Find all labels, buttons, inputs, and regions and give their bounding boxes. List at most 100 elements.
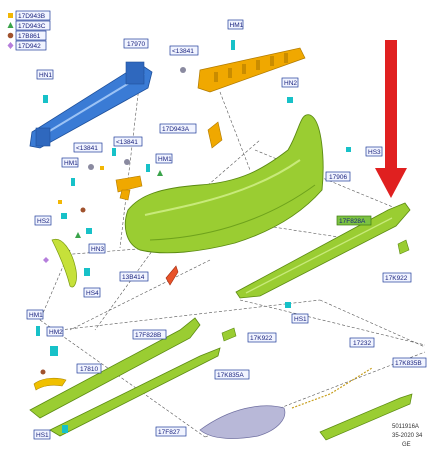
bumper-beam-17970 <box>29 61 153 149</box>
bumper-cover-17906 <box>124 114 324 254</box>
clip-icon <box>231 40 235 50</box>
svg-text:HM1: HM1 <box>230 22 244 29</box>
svg-text:17970: 17970 <box>127 41 145 48</box>
clip-icon <box>71 178 75 186</box>
absorber-17d943 <box>197 47 306 93</box>
circle-icon <box>7 32 14 39</box>
svg-text:17F828B: 17F828B <box>135 332 161 339</box>
square-icon <box>58 200 62 204</box>
legend-code-box <box>15 10 51 21</box>
clip-icon <box>43 95 48 103</box>
square-icon <box>100 166 104 170</box>
svg-text:HN1: HN1 <box>39 72 52 79</box>
label-17f828b: 17F828B <box>132 329 167 340</box>
label-13841-left: <13841 <box>73 142 103 153</box>
label-17k922-right: 17K922 <box>382 272 412 283</box>
clip-icon <box>146 164 150 172</box>
legend-code-box <box>15 20 51 31</box>
clip-icon <box>112 148 116 156</box>
diamond-icon <box>43 257 49 263</box>
label-hs4: HS4 <box>83 287 101 298</box>
svg-text:HM1: HM1 <box>158 156 172 163</box>
clip-icon <box>36 326 40 336</box>
svg-text:HS1: HS1 <box>36 432 49 439</box>
bolt-icon <box>180 67 186 73</box>
square-icon <box>8 13 13 18</box>
label-hs2: HS2 <box>34 215 52 226</box>
diagram-date: 35-2020 34 <box>392 433 423 439</box>
bolt-icon <box>88 164 94 170</box>
svg-text:HS4: HS4 <box>86 290 99 297</box>
clip-icon <box>285 302 291 308</box>
clip-icon <box>287 97 293 103</box>
label-hs1-mid: HS1 <box>291 313 309 324</box>
svg-text:HS1: HS1 <box>294 316 307 323</box>
label-13841-top: <13841 <box>169 45 199 56</box>
diagram-region: GE <box>402 442 411 448</box>
label-17k922-mid: 17K922 <box>247 332 277 343</box>
svg-text:HN2: HN2 <box>284 80 297 87</box>
lower-panel-17f827 <box>199 405 286 439</box>
label-hm1-top: HM1 <box>227 19 244 30</box>
svg-text:17K922: 17K922 <box>385 275 408 282</box>
svg-text:17K835B: 17K835B <box>395 360 422 367</box>
circle-icon <box>80 207 86 213</box>
svg-text:HS2: HS2 <box>37 218 50 225</box>
svg-text:HS3: HS3 <box>368 149 381 156</box>
label-17f828a: 17F828A <box>336 215 372 226</box>
legend-item-17d943b: 17D943B <box>8 10 51 21</box>
svg-text:17810: 17810 <box>80 366 98 373</box>
bracket-17d943a <box>207 121 223 149</box>
label-hn3: HN3 <box>88 243 106 254</box>
legend-code-17d943b: 17D943B <box>18 13 45 20</box>
lower-trim-17f828b <box>29 317 201 419</box>
triangle-icon <box>75 232 81 238</box>
label-17f827: 17F827 <box>155 426 187 437</box>
legend-item-17d942: 17D942 <box>7 40 47 51</box>
label-17d943a: 17D943A <box>159 123 197 134</box>
svg-text:<13841: <13841 <box>116 139 138 146</box>
clip-icon <box>62 425 68 433</box>
reflector-13b414 <box>165 265 179 286</box>
triangle-icon <box>7 22 14 28</box>
label-hs1-low: HS1 <box>33 429 51 440</box>
svg-text:HM2: HM2 <box>49 329 63 336</box>
legend-code-17d942: 17D942 <box>18 43 41 50</box>
svg-text:17232: 17232 <box>353 340 371 347</box>
svg-text:17F828A: 17F828A <box>339 218 366 225</box>
red-arrow-icon <box>375 40 407 198</box>
label-17810: 17810 <box>76 363 102 374</box>
svg-text:17906: 17906 <box>329 174 347 181</box>
svg-text:HN3: HN3 <box>91 246 104 253</box>
bracket-17d943a-left <box>115 175 143 201</box>
clip-icon <box>50 346 58 356</box>
reflector-strip-17810 <box>33 377 67 391</box>
svg-text:<13841: <13841 <box>76 145 98 152</box>
clip-icon <box>84 268 90 276</box>
label-17k835a: 17K835A <box>214 369 250 380</box>
diffuser-17f828a <box>235 202 411 299</box>
label-17906: 17906 <box>325 171 351 182</box>
legend-code-box <box>15 30 47 41</box>
label-hm1-left: HM1 <box>61 157 79 168</box>
svg-text:13B414: 13B414 <box>122 274 145 281</box>
label-13b414: 13B414 <box>119 271 149 282</box>
label-hn1: HN1 <box>36 69 54 80</box>
label-hm1-low: HM1 <box>26 309 44 320</box>
label-hn2: HN2 <box>281 77 299 88</box>
circle-icon <box>40 369 46 375</box>
bracket-17k922-mid <box>221 327 237 342</box>
clip-icon <box>61 213 67 219</box>
side-trim-strip <box>51 238 77 288</box>
wire-harness-17232 <box>291 367 373 409</box>
legend-code-17b861: 17B861 <box>18 33 41 40</box>
sill-moulding-17k835b <box>319 393 413 441</box>
legend-code-box <box>15 40 47 51</box>
legend: 17D943B 17D943C 17B861 17D942 <box>7 10 51 51</box>
bracket-17k922-right <box>397 239 410 255</box>
label-hm2: HM2 <box>46 326 64 337</box>
label-17k835b: 17K835B <box>392 357 427 368</box>
diagram-code: 5011916A <box>392 424 419 430</box>
